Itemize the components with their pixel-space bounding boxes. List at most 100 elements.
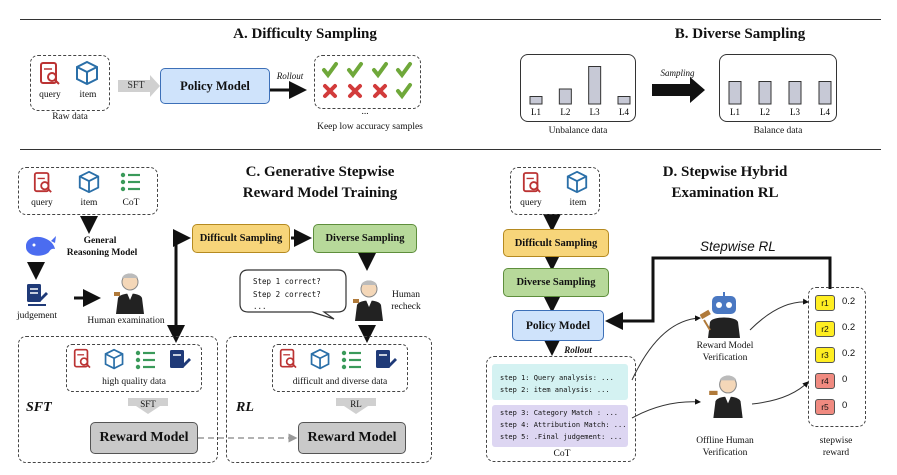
reward-r2: r2: [815, 321, 835, 337]
judgement-label: judgement: [16, 311, 58, 321]
human-examiner-icon: [114, 273, 144, 314]
unbalance-level-label-2: L2: [560, 107, 570, 117]
rm-ver-label-2: Verification: [702, 353, 748, 363]
unbalance-bar-2: [558, 88, 572, 105]
balance-level-label-3: L3: [790, 107, 800, 117]
difficult-sampling-c[interactable]: Difficult Sampling: [192, 224, 290, 253]
section-d-title-1: D. Stepwise Hybrid: [662, 164, 788, 180]
diverse-sampling-c[interactable]: Diverse Sampling: [313, 224, 417, 253]
rl-panel: [226, 336, 432, 463]
d-curve-2: [631, 398, 701, 419]
item-icon-c: [78, 170, 100, 194]
difficult-diverse-label: difficult and diverse data: [292, 377, 388, 387]
unbalance-level-label-1: L1: [531, 107, 541, 117]
query-icon-c: [33, 172, 52, 193]
reward-r4: r4: [815, 373, 835, 389]
general-label-2: Reasoning Model: [66, 248, 138, 258]
middle-rule: [20, 149, 881, 150]
query-label-a: query: [39, 90, 61, 100]
reward-model-left[interactable]: Reward Model: [90, 422, 198, 454]
reward-value-r4: 0: [842, 374, 848, 385]
human-judge-icon: [709, 375, 743, 418]
general-label-1: General: [83, 236, 117, 246]
human-recheck-icon: [353, 280, 383, 321]
cot-line-2: step 2: item analysis: ...: [500, 386, 610, 394]
human-recheck-label-1: Human: [392, 290, 420, 300]
balance-bar-1: [728, 81, 742, 105]
human-recheck-label-2: recheck: [391, 302, 421, 312]
d-stepwise-rl-line: [605, 256, 832, 330]
stepwise-label-2: reward: [822, 448, 850, 458]
rollout-label-a: Rollout: [276, 71, 304, 81]
reward-r3: r3: [815, 347, 835, 363]
speech-bubble: [239, 269, 347, 320]
robot-judge-icon: [700, 292, 740, 338]
step-dots: ...: [253, 302, 267, 311]
top-rule: [20, 19, 881, 20]
reward-r1: r1: [815, 295, 835, 311]
cot-block-a: [492, 364, 628, 400]
query-label-c: query: [31, 198, 53, 208]
c-up-line: [173, 229, 191, 340]
item-label-d: item: [569, 198, 587, 208]
item-label-a: item: [79, 90, 97, 100]
balance-bar-3: [788, 81, 802, 105]
balance-bar-4: [818, 81, 832, 105]
reward-value-r5: 0: [842, 400, 848, 411]
rm-ver-label-1: Reward Model: [696, 341, 754, 351]
judgement-icon: [27, 284, 48, 306]
unbalance-bar-3: [588, 66, 602, 105]
cot-line-4: step 4: Attribution Match: ...: [500, 421, 627, 429]
unbalance-bar-4: [617, 96, 631, 105]
section-a-title: A. Difficulty Sampling: [233, 26, 377, 42]
cot-label-c: CoT: [122, 198, 140, 208]
human-exam-label: Human examination: [87, 316, 165, 326]
raw-data-label: Raw data: [52, 112, 88, 122]
cot-panel: [486, 356, 636, 462]
sft-arrow-label: SFT: [140, 399, 156, 409]
cot-line-1: step 1: Query analysis: ...: [500, 374, 614, 382]
d-curve-3: [749, 298, 809, 331]
whale-icon: [26, 236, 56, 256]
policy-model-d[interactable]: Policy Model: [512, 310, 604, 341]
stepwise-label-1: stepwise: [819, 436, 853, 446]
sampling-label-b: Sampling: [660, 68, 695, 78]
reward-model-right[interactable]: Reward Model: [298, 422, 406, 454]
high-quality-box: [66, 344, 202, 392]
diverse-sampling-d[interactable]: Diverse Sampling: [503, 268, 609, 297]
query-icon-d: [522, 172, 541, 193]
offline-label-1: Offline Human: [696, 436, 754, 446]
c-input-box: [18, 167, 158, 215]
balance-level-label-4: L4: [820, 107, 830, 117]
cot-line-3: step 3: Category Match : ...: [500, 409, 619, 417]
policy-model-a[interactable]: Policy Model: [160, 68, 270, 104]
unbalance-label: Unbalance data: [548, 126, 608, 136]
difficult-sampling-d[interactable]: Difficult Sampling: [503, 229, 609, 257]
cot-icon-c: [120, 172, 140, 192]
rl-italic-label: RL: [236, 400, 254, 415]
cot-block-b: [492, 405, 628, 447]
section-d-title-2: Examination RL: [671, 185, 779, 201]
reward-r5: r5: [815, 399, 835, 415]
item-icon-d: [566, 170, 588, 194]
sampling-arrow-b: [652, 77, 705, 103]
rollout-results-box: [314, 55, 421, 109]
balance-level-label-1: L1: [730, 107, 740, 117]
check-cross-grid-icon: [322, 62, 412, 100]
hq-icons: [73, 348, 191, 370]
raw-data-box: [30, 55, 110, 111]
unbalance-box: [520, 54, 636, 122]
cot-label-d: CoT: [553, 449, 571, 459]
sft-panel: [18, 336, 218, 463]
high-quality-label: high quality data: [102, 377, 166, 387]
d-curve-1: [631, 315, 701, 381]
item-label-c: item: [80, 198, 98, 208]
d-curve-4: [751, 381, 809, 405]
balance-bar-2: [758, 81, 772, 105]
sft-label-a: SFT: [127, 80, 145, 91]
section-b-title: B. Diverse Sampling: [674, 26, 806, 42]
ellipsis-a: ...: [361, 107, 369, 117]
